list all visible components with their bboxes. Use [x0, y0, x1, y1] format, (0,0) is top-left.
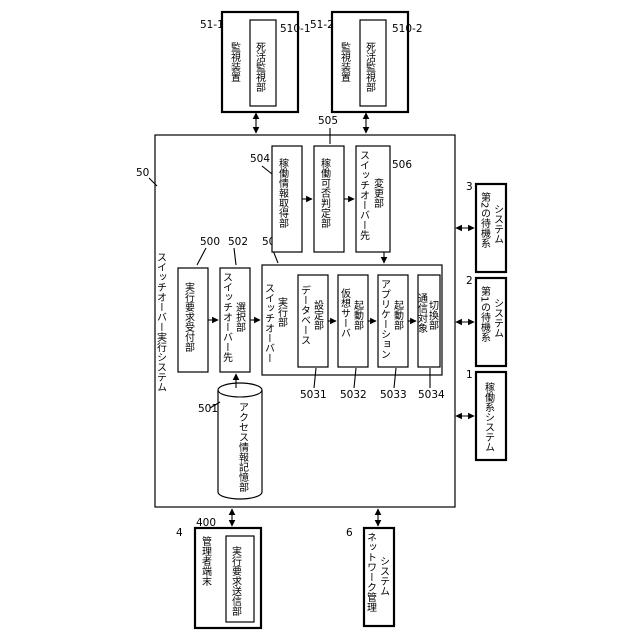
label-504: 504 — [250, 153, 270, 165]
virtual-server-label-b: 起動部 — [352, 300, 364, 331]
label-505: 505 — [318, 115, 338, 127]
execution-label-b: 実行部 — [276, 296, 288, 328]
change-label-b: 変更部 — [372, 177, 384, 209]
monitoring-device-2-label: 監視装置 — [339, 41, 351, 82]
label-5031: 5031 — [300, 389, 327, 401]
monitoring-device-1-label: 監視装置 — [229, 41, 241, 82]
label-3: 3 — [466, 181, 473, 193]
label-500: 500 — [200, 236, 220, 248]
alive-monitoring-2-label: 死活監視部 — [364, 42, 376, 93]
label-1: 1 — [466, 369, 473, 381]
second-standby-label-a: 第2の待機系 — [479, 191, 491, 249]
system-number: 50 — [136, 167, 149, 179]
label-5034: 5034 — [418, 389, 445, 401]
label-510-1: 510-1 — [280, 23, 311, 35]
selection-label-b: 選択部 — [234, 301, 246, 333]
operation-info-label: 稼働情報取得部 — [277, 158, 289, 229]
second-standby-label-b: システム — [492, 204, 504, 244]
communication-label-b: 切換部 — [427, 300, 439, 331]
label-51-2: 51-2 — [310, 19, 334, 31]
label-510-2: 510-2 — [392, 23, 423, 35]
system-title: スイッチオーバー実行システム — [155, 252, 167, 392]
first-standby-label-a: 第1の待機系 — [479, 285, 491, 343]
application-label-a: アプリケーション — [379, 279, 391, 359]
label-5032: 5032 — [340, 389, 367, 401]
application-label-b: 起動部 — [392, 300, 404, 331]
database-setting-label-b: 設定部 — [312, 299, 324, 331]
label-2: 2 — [466, 275, 473, 287]
label-51-1: 51-1 — [200, 19, 224, 31]
execution-request-sending-label: 実行要求送信部 — [230, 545, 242, 617]
availability-label: 稼働可否判定部 — [319, 158, 331, 229]
administrator-terminal-label: 管理者端末 — [200, 535, 212, 587]
active-system-label: 稼働系システム — [483, 382, 495, 452]
label-502: 502 — [228, 236, 248, 248]
first-standby-label-b: システム — [492, 298, 504, 338]
access-info-storage-label: アクセス情報記憶部 — [237, 402, 249, 493]
execution-request-accepting-label: 実行要求受付部 — [183, 281, 195, 353]
execution-label-a: スイッチオーバー — [263, 283, 275, 363]
label-4: 4 — [176, 527, 183, 539]
virtual-server-label-a: 仮想サーバ — [339, 287, 351, 338]
label-400: 400 — [196, 517, 216, 529]
label-6: 6 — [346, 527, 353, 539]
label-506: 506 — [392, 159, 412, 171]
network-management-label-b: システム — [378, 556, 390, 596]
selection-label-a: スイッチオーバー先 — [221, 272, 233, 363]
alive-monitoring-1-label: 死活監視部 — [254, 42, 266, 93]
label-5033: 5033 — [380, 389, 407, 401]
database-setting-label-a: データベース — [299, 284, 311, 345]
change-label-a: スイッチオーバー先 — [358, 150, 370, 241]
network-management-label-a: ネットワーク管理 — [365, 532, 377, 612]
